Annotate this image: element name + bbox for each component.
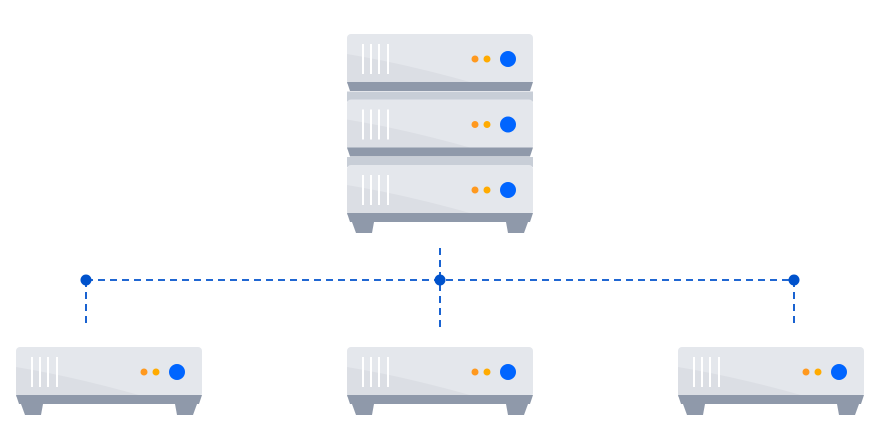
status-led-amber bbox=[483, 186, 491, 194]
status-led-amber bbox=[483, 368, 491, 376]
status-led-orange bbox=[471, 186, 479, 194]
server-left bbox=[16, 347, 202, 415]
vent-slot bbox=[387, 44, 389, 74]
vent-slot bbox=[378, 175, 380, 205]
vent-slot bbox=[709, 357, 711, 387]
connection-node bbox=[434, 274, 446, 286]
vent-slot bbox=[701, 357, 703, 387]
status-led-amber bbox=[483, 121, 491, 128]
power-led-icon bbox=[500, 364, 516, 380]
vent-slot bbox=[31, 357, 33, 387]
server-unit bbox=[16, 347, 202, 404]
rack-unit bbox=[347, 34, 533, 91]
vent-slot bbox=[370, 175, 372, 205]
server-center bbox=[347, 347, 533, 415]
status-led-amber bbox=[814, 368, 822, 376]
server-foot bbox=[683, 404, 705, 415]
vent-slot bbox=[387, 109, 389, 140]
vent-slot bbox=[387, 175, 389, 205]
server-base-band bbox=[347, 213, 533, 222]
power-led-icon bbox=[500, 116, 516, 133]
vent-slot bbox=[378, 109, 380, 140]
vent-slot bbox=[362, 44, 364, 74]
vent-slot bbox=[387, 357, 389, 387]
server-base-band bbox=[347, 395, 533, 404]
servers bbox=[16, 34, 864, 415]
vent-slot bbox=[378, 357, 380, 387]
rack-unit bbox=[347, 165, 533, 222]
server-base-band bbox=[347, 147, 533, 157]
unit-gap bbox=[347, 91, 533, 102]
server-foot bbox=[175, 404, 197, 415]
vent-slot bbox=[693, 357, 695, 387]
vent-slot bbox=[47, 357, 49, 387]
vent-slot bbox=[56, 357, 58, 387]
server-foot bbox=[352, 404, 374, 415]
server-right bbox=[678, 347, 864, 415]
unit-gap bbox=[347, 157, 533, 167]
server-unit bbox=[347, 347, 533, 404]
server-unit bbox=[678, 347, 864, 404]
power-led-icon bbox=[500, 51, 516, 67]
power-led-icon bbox=[500, 182, 516, 198]
server-rack bbox=[347, 34, 533, 233]
vent-slot bbox=[370, 109, 372, 140]
server-foot bbox=[506, 404, 528, 415]
vent-slot bbox=[370, 44, 372, 74]
server-base-band bbox=[16, 395, 202, 404]
connection-node bbox=[788, 274, 800, 286]
power-led-icon bbox=[831, 364, 847, 380]
server-foot bbox=[506, 222, 528, 233]
vent-slot bbox=[362, 175, 364, 205]
vent-slot bbox=[370, 357, 372, 387]
status-led-amber bbox=[152, 368, 160, 376]
server-foot bbox=[21, 404, 43, 415]
vent-slot bbox=[362, 109, 364, 140]
rack-unit bbox=[347, 99, 533, 157]
server-foot bbox=[837, 404, 859, 415]
connection-node bbox=[80, 274, 92, 286]
status-led-orange bbox=[802, 368, 810, 376]
vent-slot bbox=[362, 357, 364, 387]
status-led-orange bbox=[471, 121, 479, 128]
status-led-orange bbox=[471, 368, 479, 376]
connection-lines bbox=[80, 248, 800, 332]
server-foot bbox=[352, 222, 374, 233]
status-led-amber bbox=[483, 55, 491, 63]
vent-slot bbox=[378, 44, 380, 74]
vent-slot bbox=[39, 357, 41, 387]
server-base-band bbox=[347, 82, 533, 91]
status-led-orange bbox=[140, 368, 148, 376]
vent-slot bbox=[718, 357, 720, 387]
power-led-icon bbox=[169, 364, 185, 380]
status-led-orange bbox=[471, 55, 479, 63]
server-base-band bbox=[678, 395, 864, 404]
